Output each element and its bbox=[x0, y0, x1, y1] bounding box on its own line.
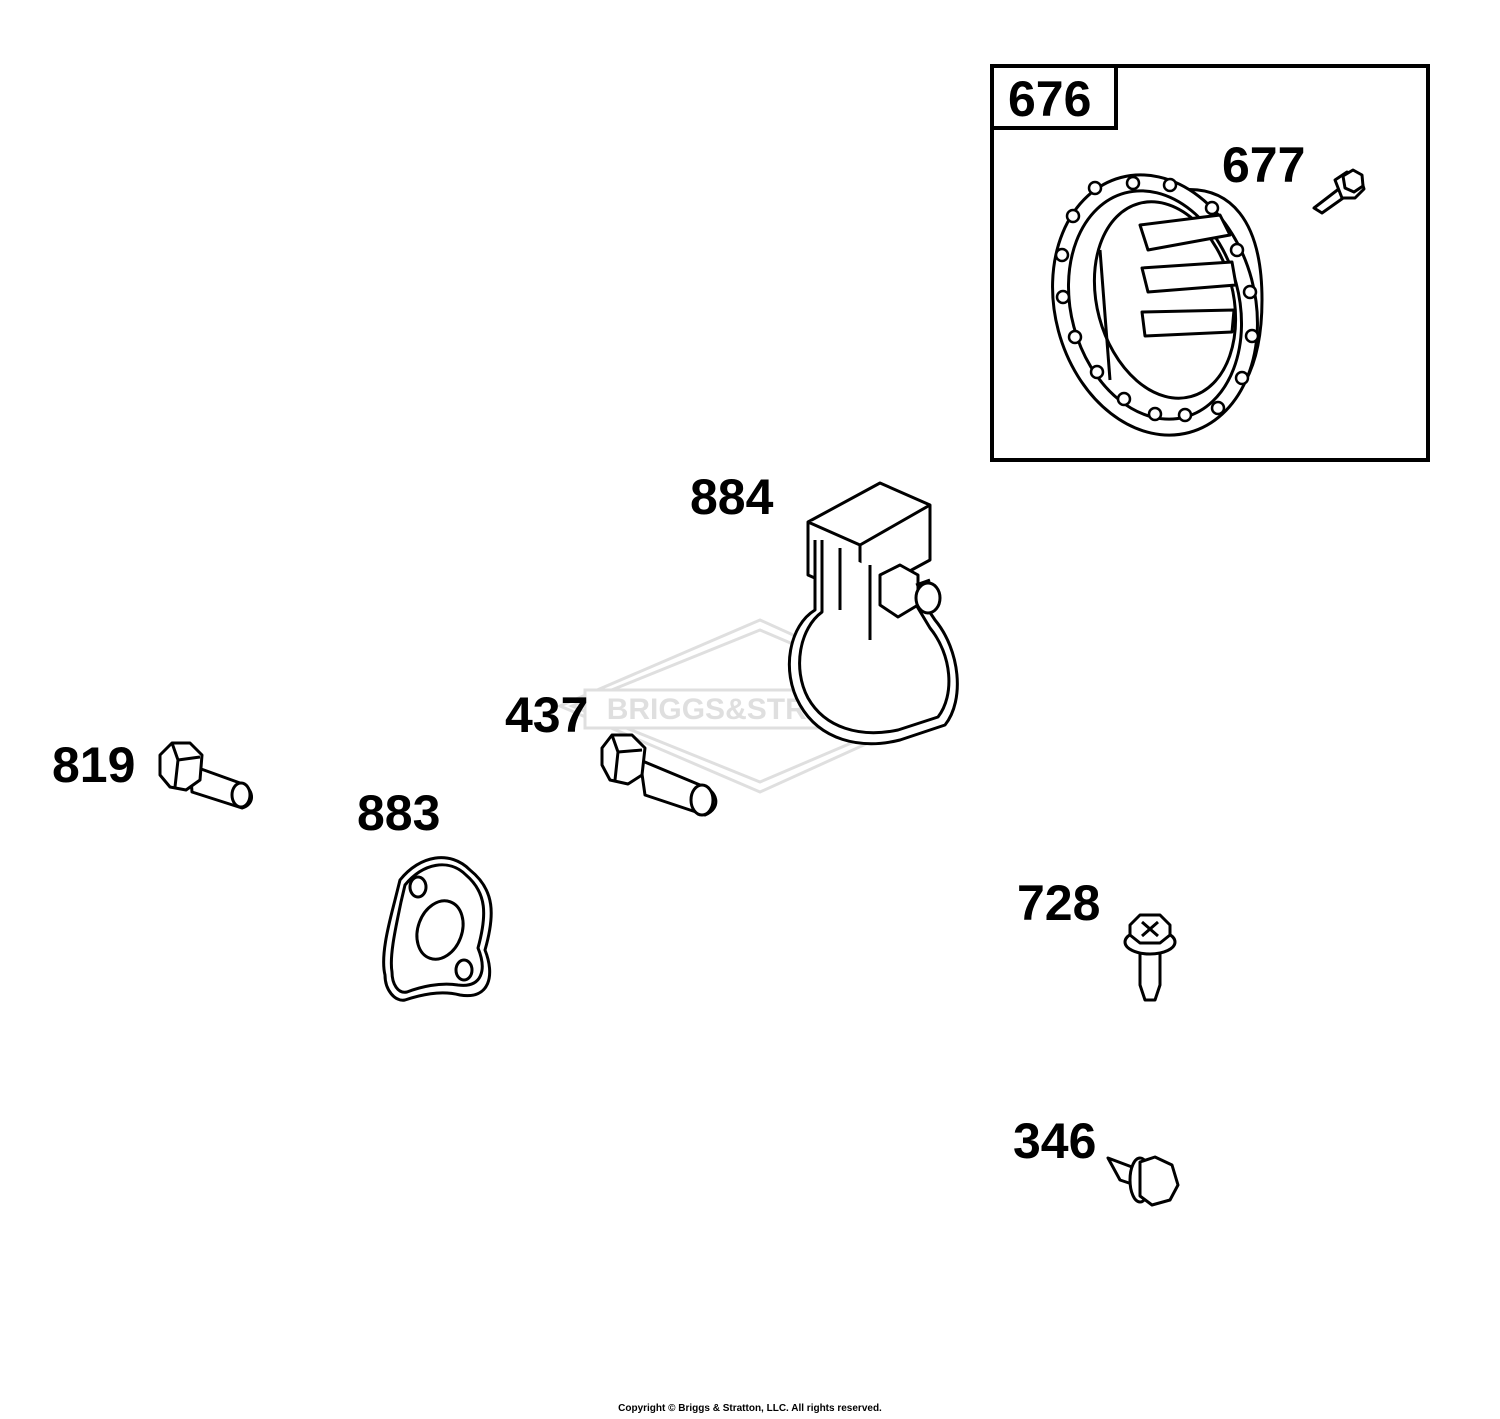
screw-part-677 bbox=[1312, 168, 1366, 215]
part-number-883[interactable]: 883 bbox=[357, 785, 441, 841]
part-number-437[interactable]: 437 bbox=[505, 687, 589, 743]
gasket-part-883 bbox=[382, 856, 493, 1002]
part-number-884[interactable]: 884 bbox=[690, 469, 774, 525]
part-number-346[interactable]: 346 bbox=[1013, 1113, 1097, 1169]
outlet-deflector-part-676 bbox=[1051, 173, 1264, 437]
bolt-part-437 bbox=[600, 733, 718, 817]
exhaust-clamp-part-884 bbox=[787, 481, 959, 746]
kit-box-tab bbox=[990, 64, 1118, 130]
part-number-677[interactable]: 677 bbox=[1222, 137, 1306, 193]
kit-label-676: 676 bbox=[1008, 71, 1092, 127]
screw-part-346 bbox=[1106, 1155, 1180, 1207]
kit-box-frame bbox=[990, 64, 1430, 462]
screw-part-728 bbox=[1123, 913, 1177, 1002]
part-number-819[interactable]: 819 bbox=[52, 737, 136, 793]
bolt-part-819 bbox=[158, 741, 253, 810]
copyright-notice: Copyright © Briggs & Stratton, LLC. All … bbox=[618, 1403, 882, 1414]
part-number-728[interactable]: 728 bbox=[1017, 875, 1101, 931]
